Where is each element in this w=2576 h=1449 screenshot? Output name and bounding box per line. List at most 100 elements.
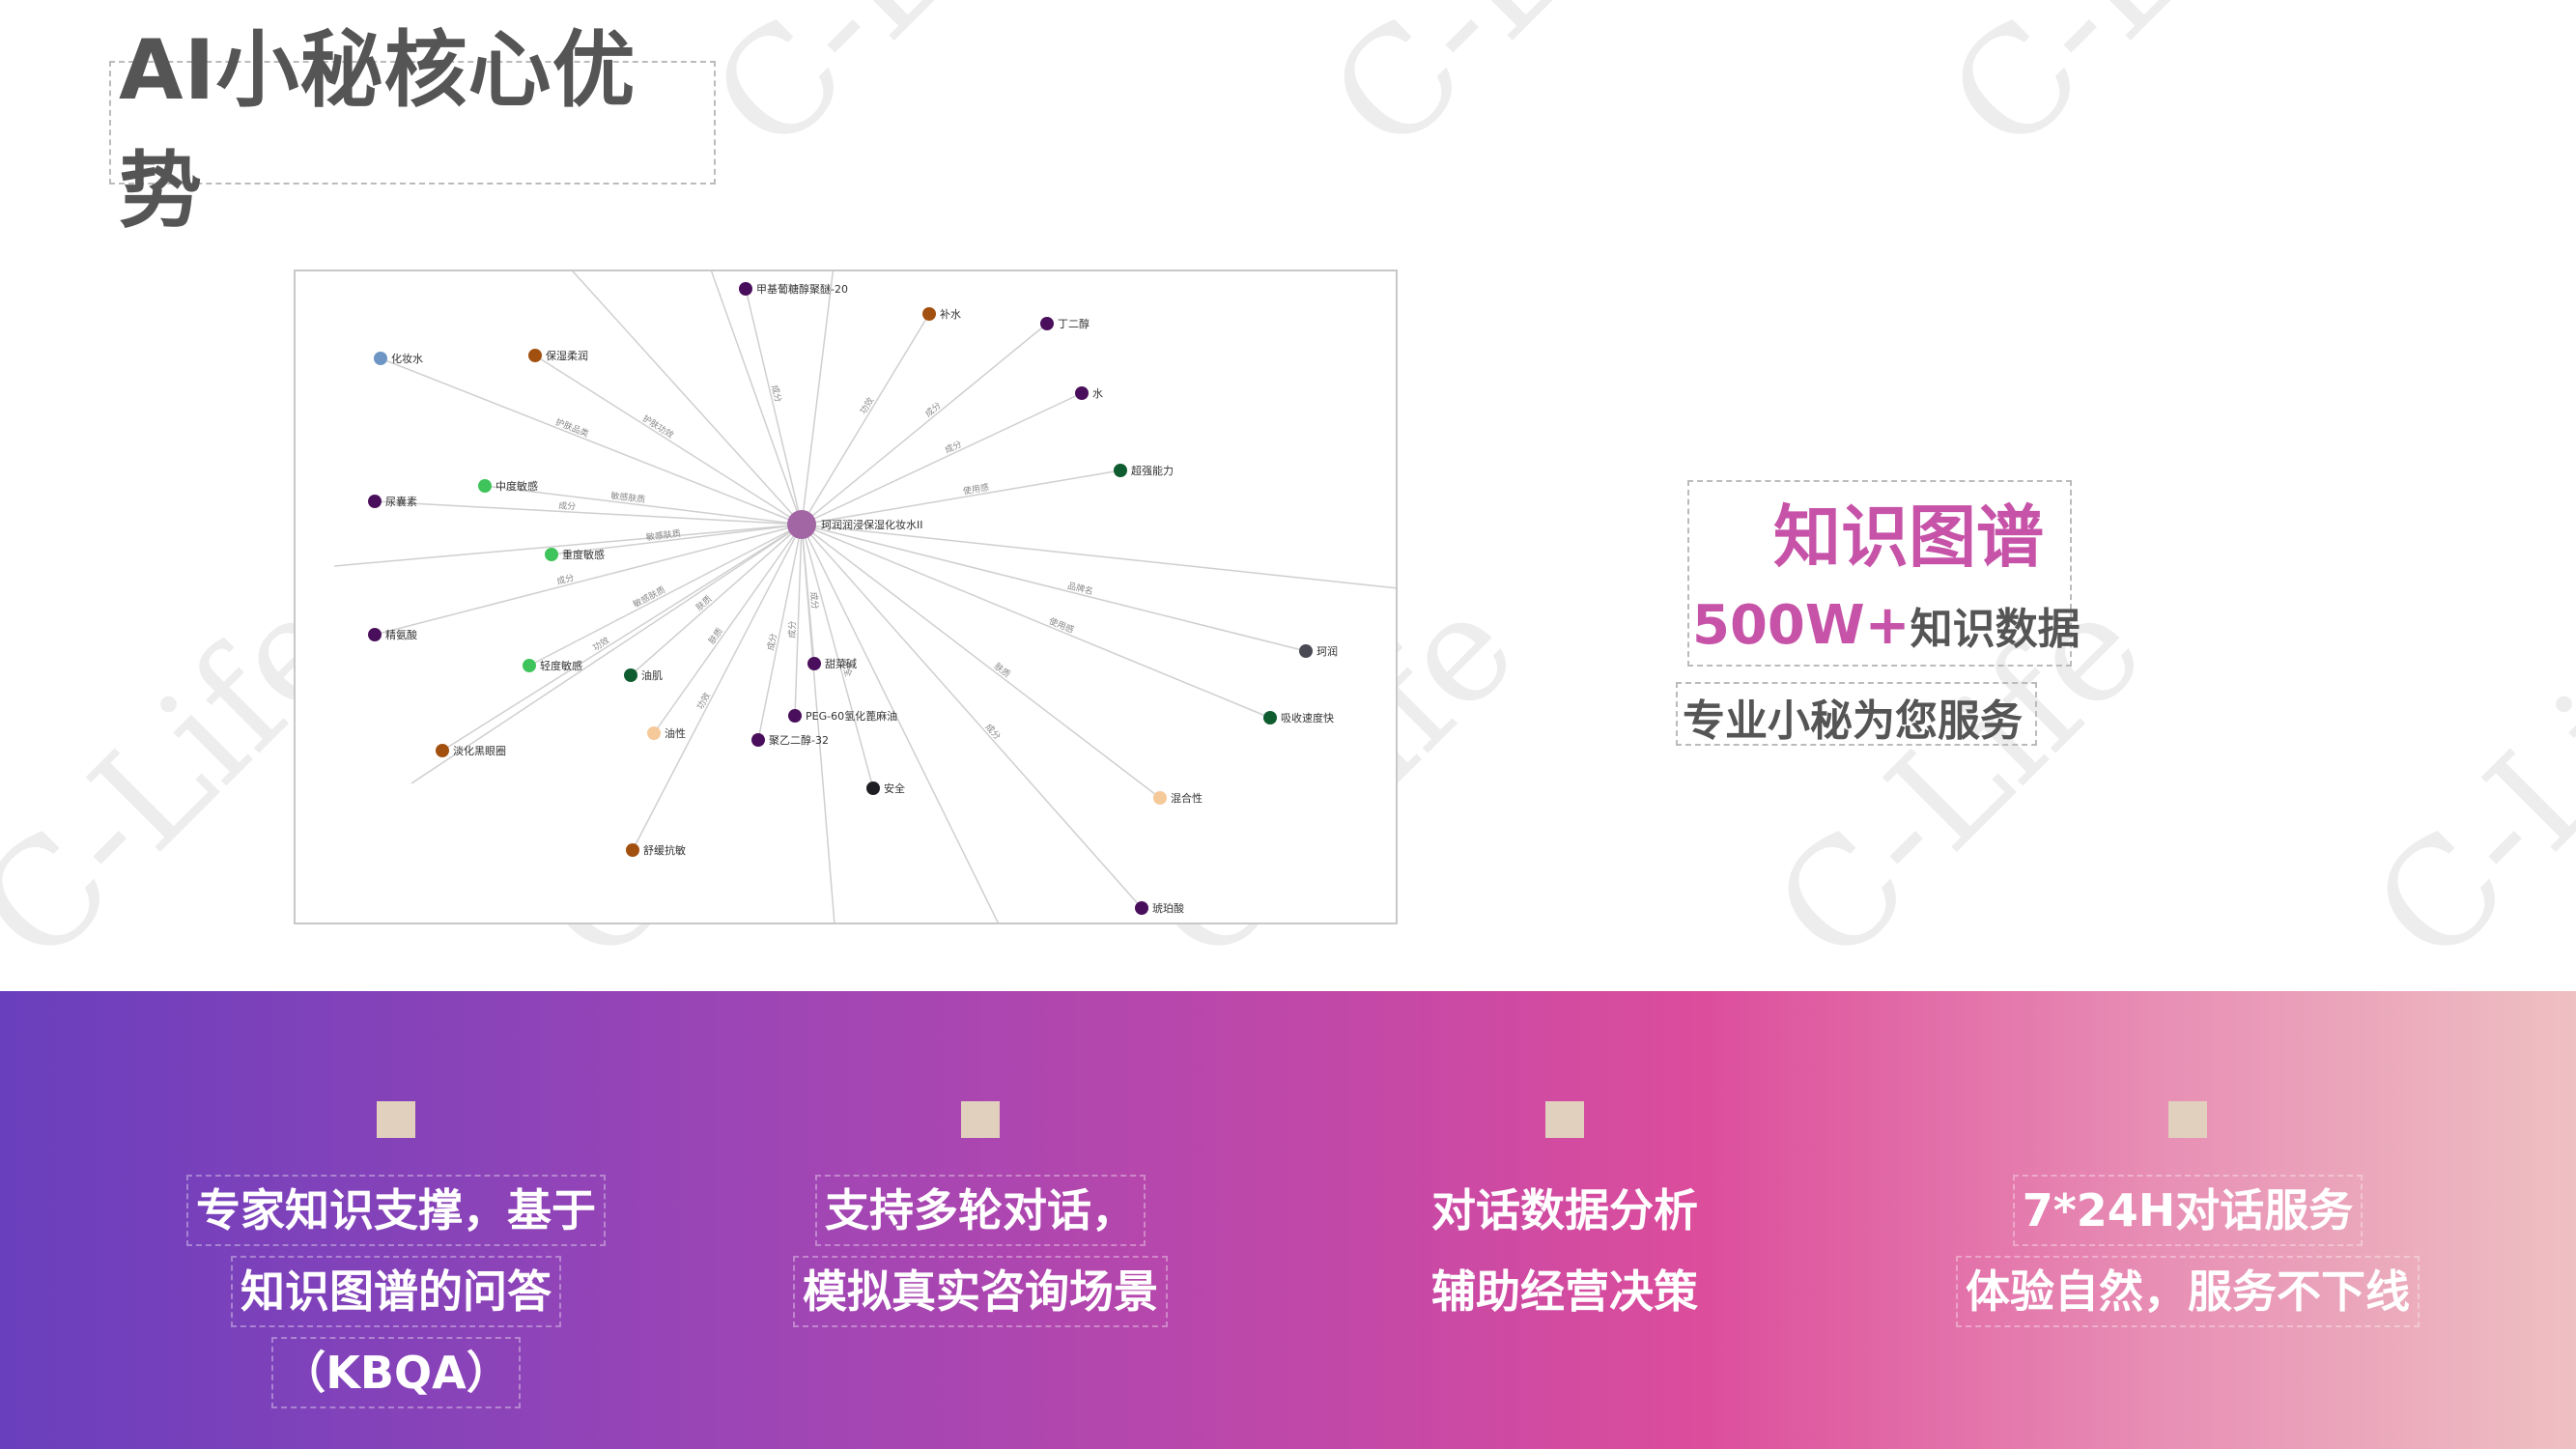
graph-edge [441, 524, 803, 752]
graph-node[interactable] [374, 352, 387, 365]
page-title: AI小秘核心优势 [109, 22, 716, 240]
graph-node[interactable] [545, 548, 558, 561]
watermark: C-Life [2342, 563, 2576, 996]
graph-node[interactable] [1299, 644, 1313, 658]
graph-edge [801, 524, 1161, 799]
graph-edge [710, 271, 803, 526]
graph-edge [801, 524, 874, 789]
graph-edge-label: 功效 [590, 635, 611, 654]
kg-count-suffix: 知识数据 [1910, 605, 2081, 654]
graph-edge [380, 357, 803, 526]
graph-edge [801, 469, 1121, 526]
graph-node[interactable] [1114, 464, 1127, 477]
graph-edge [801, 524, 1271, 719]
knowledge-graph-svg: 成分功效成分护肤品类护肤功效成分使用感敏感肤质成分敏感肤质品牌名成分敏感肤质肤质… [333, 271, 1396, 923]
graph-node-label: 安全 [884, 781, 905, 795]
graph-edge [410, 524, 803, 784]
kg-title-frame [1687, 480, 2072, 667]
graph-node-label: 珂润 [1316, 644, 1338, 658]
graph-edge-label: 肤质 [694, 593, 714, 613]
graph-node[interactable] [368, 628, 382, 641]
graph-node-label: 丁二醇 [1058, 317, 1090, 330]
graph-node[interactable] [1040, 317, 1054, 330]
feature-line: 体验自然，服务不下线 [1956, 1256, 2420, 1327]
graph-edge [630, 524, 803, 676]
graph-edge [632, 524, 803, 851]
graph-edge [528, 524, 803, 667]
graph-node[interactable] [866, 781, 880, 795]
square-bullet-icon [377, 1101, 415, 1138]
graph-edge-label: 成分 [786, 620, 799, 638]
graph-node[interactable] [807, 657, 821, 670]
graph-edge [374, 524, 803, 636]
graph-node-label: 油肌 [641, 668, 663, 682]
graph-node[interactable] [1075, 386, 1089, 400]
watermark: C-Life [681, 0, 1112, 184]
graph-node-label: 甜菜碱 [825, 658, 857, 670]
graph-node[interactable] [626, 843, 639, 857]
graph-node[interactable] [922, 307, 936, 321]
graph-edge [801, 524, 1143, 909]
square-bullet-icon [961, 1101, 1000, 1138]
graph-node-label: 超强能力 [1131, 464, 1174, 477]
graph-edge-label: 护肤品类 [553, 416, 590, 440]
graph-edge-label: 护肤功效 [640, 412, 676, 440]
graph-center-node[interactable] [787, 510, 816, 539]
kg-panel-subtitle: 专业小秘为您服务 [1683, 696, 2023, 746]
graph-edge-label: 成分 [983, 722, 1004, 742]
graph-edge-label: 成分 [807, 591, 821, 610]
graph-node-label: 保湿柔润 [546, 349, 588, 362]
graph-node[interactable] [436, 744, 449, 757]
graph-edge-label: 成分 [922, 400, 944, 420]
graph-edge [757, 524, 803, 741]
watermark: C-Life [1917, 0, 2348, 184]
graph-edge-label: 成分 [943, 439, 963, 457]
graph-node-label: 补水 [940, 308, 961, 321]
graph-edge-label: 肤质 [992, 661, 1013, 680]
graph-node[interactable] [751, 733, 765, 747]
knowledge-graph-figure: 成分功效成分护肤品类护肤功效成分使用感敏感肤质成分敏感肤质品牌名成分敏感肤质肤质… [294, 270, 1398, 924]
feature-line: 7*24H对话服务 [2012, 1175, 2364, 1246]
graph-edge-label: 使用感 [1047, 615, 1076, 636]
feature-multi-turn: 支持多轮对话， 模拟真实咨询场景 [753, 1101, 1207, 1337]
graph-node[interactable] [1263, 711, 1277, 724]
graph-edge-label: 成分 [555, 572, 575, 587]
graph-edge [333, 524, 803, 567]
feature-analytics: 对话数据分析 辅助经营决策 [1352, 1101, 1777, 1337]
graph-node[interactable] [788, 709, 802, 723]
graph-node[interactable] [1135, 901, 1148, 915]
feature-line: 辅助经营决策 [1431, 1265, 1698, 1318]
feature-line: （KBQA） [271, 1337, 521, 1408]
graph-node-label: 轻度敏感 [540, 659, 582, 672]
graph-edge [551, 524, 803, 555]
graph-center-label: 珂润润浸保湿化妆水II [821, 518, 923, 531]
graph-node-label: 中度敏感 [495, 479, 538, 493]
graph-edge-label: 敏感肤质 [645, 527, 681, 543]
kg-panel-title: 知识图谱 [1773, 497, 2044, 577]
kg-subtitle-frame [1676, 682, 2037, 746]
graph-node-label: 甲基葡糖醇聚醚-20 [756, 282, 848, 296]
watermark: C-Life [1299, 0, 1730, 184]
square-bullet-icon [1545, 1101, 1584, 1138]
graph-node[interactable] [1153, 791, 1167, 805]
graph-node-label: 琥珀酸 [1152, 901, 1184, 915]
graph-edge-label: 成分 [765, 632, 779, 651]
graph-node[interactable] [624, 668, 637, 682]
graph-node[interactable] [523, 659, 536, 672]
graph-edge [653, 524, 803, 734]
graph-node[interactable] [478, 479, 492, 493]
graph-node-label: PEG-60氢化蓖麻油 [806, 709, 897, 723]
graph-node-label: 聚乙二醇-32 [769, 733, 829, 747]
feature-kbqa: 专家知识支撑，基于 知识图谱的问答 （KBQA） [174, 1101, 618, 1418]
graph-node[interactable] [368, 495, 382, 508]
kg-count: 500W+知识数据 [1692, 594, 2081, 657]
graph-edge [801, 524, 1396, 589]
graph-node[interactable] [739, 282, 752, 296]
graph-node-label: 淡化黑眼圈 [453, 744, 506, 757]
graph-node-label: 吸收速度快 [1281, 711, 1334, 724]
graph-node[interactable] [528, 349, 542, 362]
graph-edge-label: 成分 [558, 499, 577, 512]
graph-node[interactable] [647, 726, 661, 740]
feature-line: 知识图谱的问答 [231, 1256, 561, 1327]
graph-node-label: 精氨酸 [385, 628, 417, 641]
